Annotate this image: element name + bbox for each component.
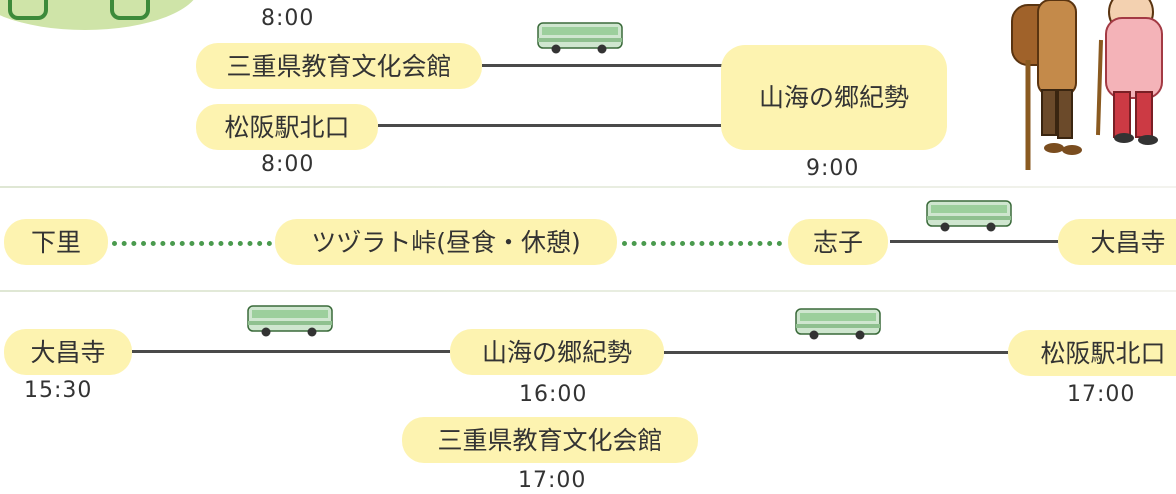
time-route3-start: 15:30 [24, 378, 93, 403]
stop-route3-daishoji: 大昌寺 [4, 329, 132, 375]
route1-line-a [482, 64, 722, 67]
bus-icon [247, 305, 333, 337]
stop-route2-daishoji: 大昌寺 [1058, 219, 1176, 265]
divider-2 [0, 290, 1176, 292]
stop-route1-culture-hall: 三重県教育文化会館 [196, 43, 482, 89]
bus-icon [795, 308, 881, 340]
corner-mark-right [110, 0, 150, 20]
time-route1-start-a: 8:00 [261, 6, 315, 31]
route2-walk-1 [112, 241, 272, 246]
time-route1-arrive: 9:00 [806, 156, 860, 181]
time-route3-mid: 16:00 [519, 382, 588, 407]
route2-walk-2 [622, 241, 782, 246]
divider-1 [0, 186, 1176, 188]
bus-icon [926, 200, 1012, 232]
stop-route2-tsuzurato: ツヅラト峠(昼食・休憩) [275, 219, 617, 265]
corner-mark-left [8, 0, 48, 20]
time-route3-end: 17:00 [1067, 382, 1136, 407]
stop-route1-matsusaka: 松阪駅北口 [196, 104, 378, 150]
route3-line-a [132, 350, 450, 353]
stop-route1-sankainosato: 山海の郷紀勢 [721, 45, 947, 150]
stop-route3-culture-hall: 三重県教育文化会館 [402, 417, 698, 463]
route2-line [890, 240, 1058, 243]
stop-route3-matsusaka: 松阪駅北口 [1008, 330, 1176, 376]
stop-route2-shimosato: 下里 [4, 219, 108, 265]
route3-line-b [664, 351, 1008, 354]
route1-line-b [378, 124, 722, 127]
stop-route3-sankainosato: 山海の郷紀勢 [450, 329, 664, 375]
hikers-illustration [1011, 0, 1163, 170]
bus-icon [537, 22, 623, 54]
time-route1-start-b: 8:00 [261, 152, 315, 177]
stop-route2-shishi: 志子 [788, 219, 888, 265]
time-route3-extra: 17:00 [518, 468, 587, 493]
